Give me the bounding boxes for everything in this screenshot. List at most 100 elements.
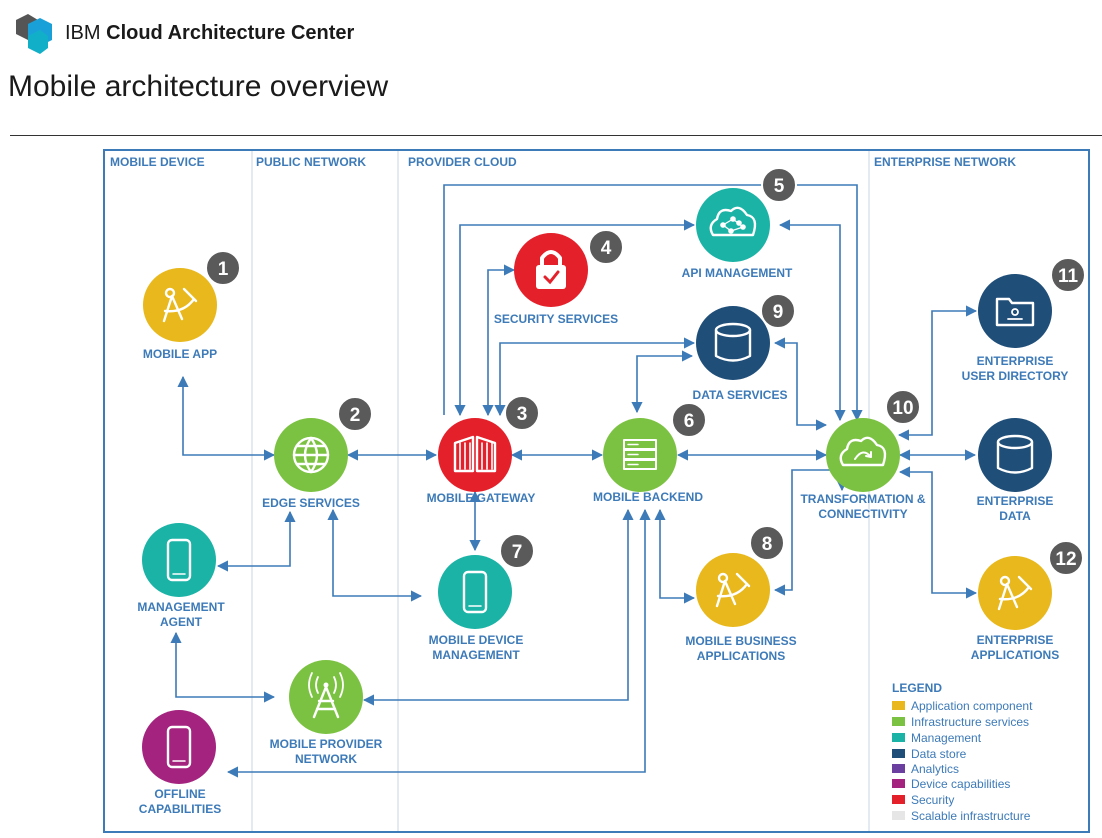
header-divider [10,135,1102,136]
label-data-services: DATA SERVICES [692,388,788,402]
connector-api-transform [778,219,846,422]
brand-prefix: IBM [65,22,101,44]
smartphone-icon [166,538,192,582]
zone-provider-cloud: PROVIDER CLOUD [408,155,517,169]
brand: IBM Cloud Architecture Center [65,22,354,45]
legend-swatch [892,701,905,710]
connector-transform-entapps [898,466,978,599]
padlock-icon [536,250,566,289]
mobile-provider-network-circle [289,660,363,734]
label-security-services: SECURITY SERVICES [493,312,619,326]
connectors [170,184,978,778]
step-number-badge: 7 [499,533,535,569]
label-mobile-gateway: MOBILE GATEWAY [426,491,536,505]
enterprise-user-directory-circle [978,274,1052,348]
cell-tower-icon [308,672,344,719]
mobile-business-applications-node: 8 [696,525,785,627]
step-number-badge: 4 [588,229,624,265]
step-number: 11 [1058,266,1079,287]
connector-gateway-top [443,184,863,422]
step-number: 4 [601,238,612,259]
drafting-compass-icon [162,287,198,323]
mobile-app-circle [143,268,217,342]
legend-swatch [892,717,905,726]
zone-mobile-device: MOBILE DEVICE [110,155,205,169]
step-number: 9 [773,302,784,323]
label-mobile-backend: MOBILE BACKEND [593,490,703,504]
legend-item: Application component [892,699,1032,713]
step-number: 6 [684,411,695,432]
legend-swatch [892,811,905,820]
mobile-backend-circle [603,418,677,492]
legend-swatch [892,733,905,742]
mobile-gateway-circle [438,418,512,492]
mobile-device-management-circle [438,555,512,629]
connector-backend-data [631,350,694,414]
enterprise-user-directory-node: 11 [978,257,1086,348]
legend-item: Management [892,731,981,745]
directory-folder-icon [995,297,1035,327]
connector-backend-offline [226,508,651,778]
legend-swatch [892,779,905,788]
label-transformation-connectivity: TRANSFORMATION &CONNECTIVITY [800,492,926,521]
connector-transform-directory [897,305,978,441]
data-services-node: 9 [696,293,796,380]
mobile-device-management-node: 7 [438,533,535,629]
connector-gateway-data [494,337,696,417]
server-rack-icon [623,439,657,470]
step-number: 12 [1055,549,1076,570]
zone-enterprise-network: ENTERPRISE NETWORK [874,155,1017,169]
legend-swatch [892,795,905,804]
step-number: 1 [218,259,229,280]
connector-transform-mba [773,469,848,596]
mobile-gateway-node: 3 [438,395,540,492]
edge-services-node: 2 [274,396,373,492]
database-icon [996,434,1034,474]
connector-edge-agent [216,510,296,572]
mobile-business-applications-circle [696,553,770,627]
step-number-badge: 8 [749,525,785,561]
page-header: IBM Cloud Architecture Center Mobile arc… [0,0,1102,140]
offline-capabilities-circle [142,710,216,784]
connector-agent-provider [170,631,276,703]
label-edge-services: EDGE SERVICES [262,496,360,510]
step-number: 7 [512,542,523,563]
offline-capabilities-node [142,710,216,784]
legend-item: Scalable infrastructure [892,809,1030,823]
step-number-badge: 9 [760,293,796,329]
step-number-badge: 3 [504,395,540,431]
zone-public-network: PUBLIC NETWORK [256,155,366,169]
enterprise-applications-node: 12 [978,540,1084,630]
legend-item: Security [892,793,954,807]
step-number-badge: 1 [205,250,241,286]
gate-icon [453,435,497,473]
data-services-circle [696,306,770,380]
drafting-compass-icon [997,575,1033,611]
legend-item: Infrastructure services [892,715,1029,729]
step-number: 10 [892,398,913,419]
connector-app-edge [177,375,276,461]
transformation-connectivity-node: 10 [826,389,921,492]
step-number-badge: 5 [761,167,797,203]
step-number-badge: 10 [885,389,921,425]
diagram-frame [103,149,1090,833]
connector-backend-mba [654,508,696,604]
legend-item: Device capabilities [892,777,1010,791]
legend-title: LEGEND [892,681,943,695]
mobile-app-node: 1 [143,250,241,342]
legend-swatch [892,749,905,758]
drafting-compass-icon [715,572,751,608]
legend-swatch [892,764,905,773]
database-icon [714,322,752,362]
connector-data-transform [773,337,828,431]
step-number-badge: 2 [337,396,373,432]
mobile-backend-node: 6 [603,402,707,492]
step-number-badge: 11 [1050,257,1086,293]
globe-icon [292,436,330,474]
